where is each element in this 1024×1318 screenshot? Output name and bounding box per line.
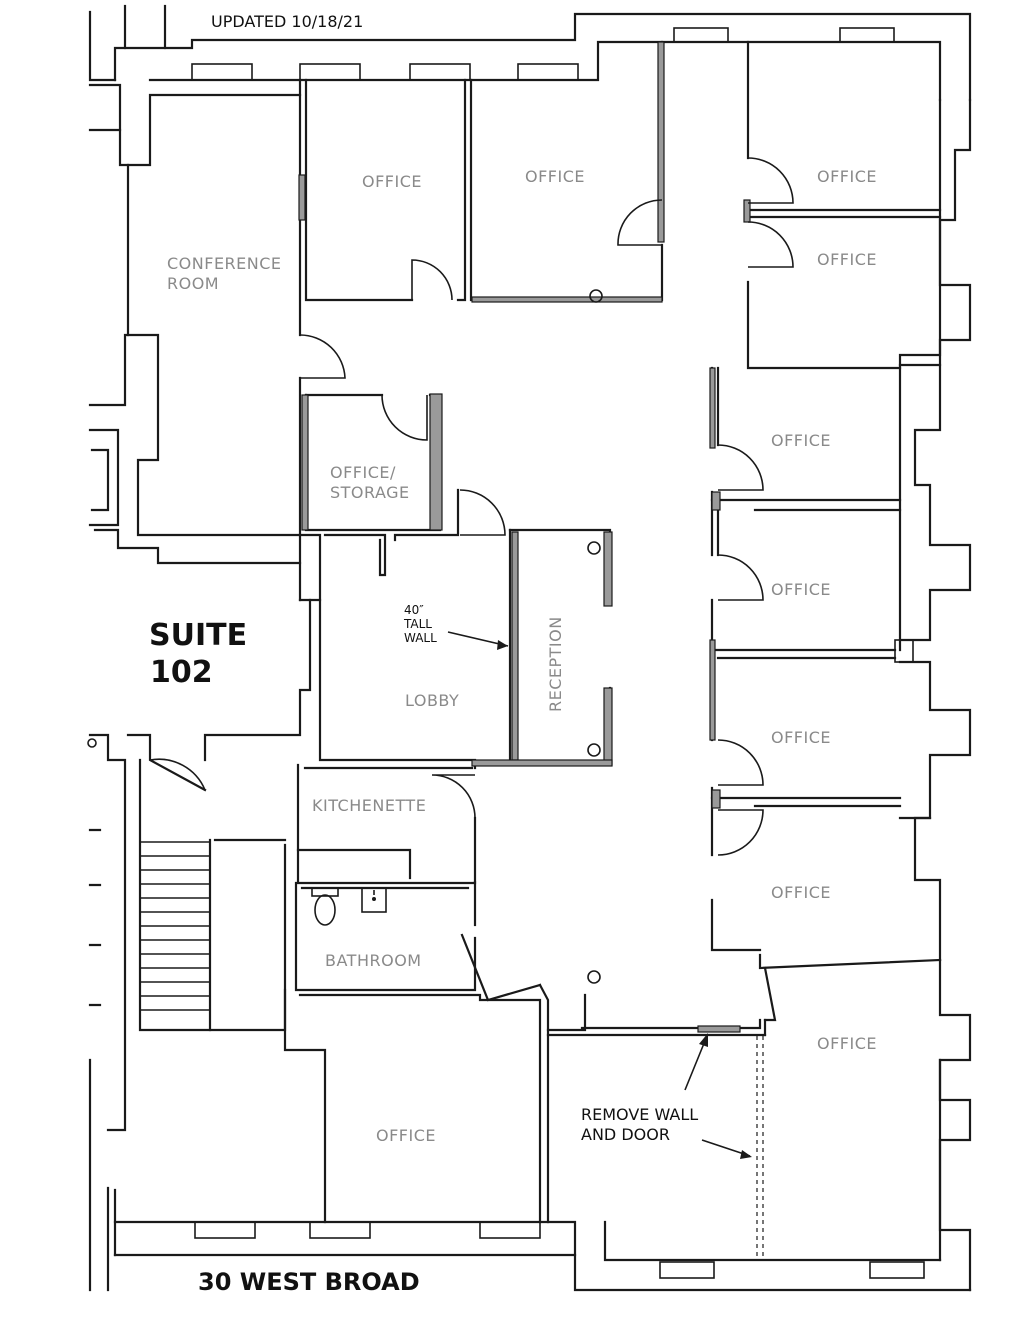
office-label: OFFICE	[817, 167, 877, 186]
column-reception-top	[587, 541, 601, 555]
labels: UPDATED 10/18/21 CONFERENCE ROOM OFFICE …	[149, 12, 877, 1296]
office-storage-label-1: OFFICE/	[330, 463, 396, 482]
tall-wall-note-3: WALL	[404, 631, 437, 645]
door-office-3	[747, 157, 794, 204]
door-storage	[381, 394, 428, 441]
door-office-6	[717, 554, 764, 601]
exterior-walls	[88, 4, 972, 1292]
toilet-icon	[314, 894, 336, 926]
annotation-arrows	[447, 631, 752, 1159]
office-label: OFFICE	[817, 250, 877, 269]
toilet-tank	[311, 887, 339, 897]
stair-treads	[140, 841, 210, 1011]
fixtures	[87, 289, 603, 984]
office-label: OFFICE	[771, 883, 831, 902]
suite-title-2: 102	[150, 655, 213, 690]
conference-room-label-1: CONFERENCE	[167, 254, 282, 273]
sink-icon	[361, 887, 387, 913]
door-office-1	[411, 259, 453, 301]
remove-wall-note-1: REMOVE WALL	[581, 1105, 698, 1124]
column-reception-bottom	[587, 743, 601, 757]
tall-wall-note-2: TALL	[403, 617, 432, 631]
bathroom-label: BATHROOM	[325, 951, 422, 970]
updated-date: UPDATED 10/18/21	[211, 12, 363, 31]
office-label: OFFICE	[525, 167, 585, 186]
door-stair	[149, 758, 206, 791]
door-office-8	[717, 809, 764, 856]
office-storage-label-2: STORAGE	[330, 483, 410, 502]
door-office-5	[717, 444, 764, 491]
door-office-4	[747, 221, 794, 268]
door-swings	[149, 157, 794, 856]
office-label: OFFICE	[771, 431, 831, 450]
tall-wall-note-1: 40″	[404, 603, 424, 617]
door-lobby	[459, 489, 506, 536]
suite-title-1: SUITE	[149, 618, 247, 653]
column-hall	[587, 970, 601, 984]
door-office-7	[717, 739, 764, 786]
lobby-label: LOBBY	[405, 691, 459, 710]
reception-label: RECEPTION	[546, 616, 565, 712]
remove-wall-note-2: AND DOOR	[581, 1125, 670, 1144]
office-label: OFFICE	[362, 172, 422, 191]
office-label: OFFICE	[817, 1034, 877, 1053]
building-address: 30 WEST BROAD	[198, 1268, 420, 1296]
conference-room-label-2: ROOM	[167, 274, 219, 293]
office-label: OFFICE	[376, 1126, 436, 1145]
office-label: OFFICE	[771, 580, 831, 599]
office-label: OFFICE	[771, 728, 831, 747]
kitchenette-label: KITCHENETTE	[312, 796, 426, 815]
door-conference	[299, 334, 346, 379]
column-office-2	[589, 289, 603, 303]
door-kitchenette	[431, 774, 476, 819]
door-office-2	[617, 199, 663, 246]
